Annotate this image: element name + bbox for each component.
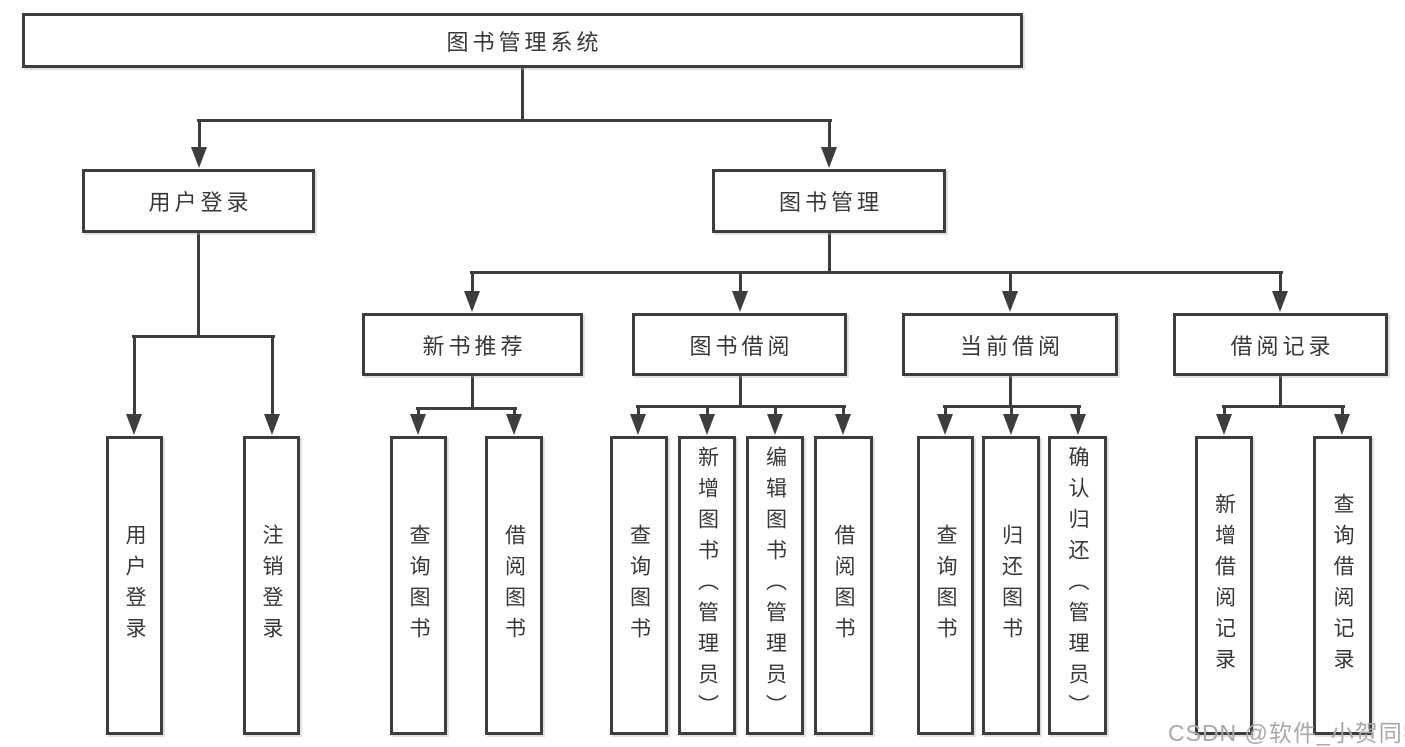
arrowhead-down-icon [506, 414, 522, 435]
connector-hline [196, 118, 832, 122]
arrow-shaft [827, 120, 831, 147]
arrowhead-down-icon [464, 291, 480, 312]
arrowhead-down-icon [1216, 414, 1232, 435]
node-label: 查询图书 [627, 523, 651, 648]
arrowhead-down-icon [191, 147, 207, 168]
node-current-borrowing: 当前借阅 [902, 313, 1118, 376]
connector-vline [827, 233, 831, 274]
arrow-shaft [416, 408, 420, 414]
node-label: 编辑图书（管理员） [763, 446, 787, 725]
leaf-query-books-current: 查询图书 [917, 436, 974, 735]
node-library-management-system: 图书管理系统 [22, 13, 1023, 68]
csdn-watermark: CSDN @软件_小贺同学 [1168, 720, 1405, 746]
node-label: 当前借阅 [959, 333, 1064, 359]
connector-hline [131, 334, 275, 338]
arrowhead-down-icon [937, 414, 953, 435]
leaf-add-book-admin: 新增图书（管理员） [678, 436, 736, 735]
node-label: 新增借阅记录 [1212, 492, 1236, 679]
leaf-query-borrow-record: 查询借阅记录 [1313, 436, 1372, 735]
arrowhead-down-icon [767, 414, 783, 435]
arrow-shaft [470, 272, 474, 291]
node-label: 借阅记录 [1230, 333, 1335, 359]
arrowhead-down-icon [1070, 414, 1086, 435]
node-label: 借阅图书 [832, 523, 855, 648]
leaf-query-books-recommend: 查询图书 [390, 436, 447, 735]
arrowhead-down-icon [1272, 291, 1288, 312]
leaf-confirm-return-admin: 确认归还（管理员） [1048, 436, 1107, 735]
connector-hline [415, 406, 517, 410]
node-new-book-recommendation: 新书推荐 [362, 313, 583, 376]
node-label: 注销登录 [260, 523, 283, 648]
node-label: 归还图书 [999, 523, 1023, 648]
arrow-shaft [1222, 406, 1226, 414]
arrow-shaft [132, 336, 136, 414]
arrow-shaft [943, 406, 947, 414]
node-label: 新增图书（管理员） [695, 446, 719, 725]
node-label: 查询图书 [934, 523, 957, 648]
arrow-shaft [197, 120, 201, 147]
node-label: 用户登录 [148, 190, 253, 215]
connector-vline [1008, 376, 1012, 408]
connector-vline [1278, 376, 1282, 408]
connector-vline [738, 376, 742, 408]
leaf-edit-book-admin: 编辑图书（管理员） [746, 436, 804, 735]
arrow-shaft [1076, 406, 1080, 414]
arrowhead-down-icon [264, 414, 280, 435]
node-book-management: 图书管理 [712, 169, 946, 233]
node-label: 图书管理系统 [446, 29, 603, 55]
node-label: 图书管理 [778, 190, 883, 215]
arrow-shaft [773, 406, 777, 414]
node-label: 确认归还（管理员） [1066, 446, 1089, 725]
node-label: 借阅图书 [502, 523, 526, 648]
node-user-login: 用户登录 [82, 169, 315, 233]
connector-hline [1221, 404, 1345, 408]
arrowhead-down-icon [126, 414, 142, 435]
node-borrowing-records: 借阅记录 [1173, 313, 1388, 376]
node-label: 新书推荐 [422, 333, 527, 359]
arrow-shaft [270, 336, 274, 414]
leaf-borrow-books: 借阅图书 [814, 436, 873, 735]
arrowhead-down-icon [410, 414, 426, 435]
leaf-return-book: 归还图书 [982, 436, 1040, 735]
leaf-user-login: 用户登录 [106, 436, 163, 735]
arrow-shaft [1009, 406, 1013, 414]
arrowhead-down-icon [835, 414, 851, 435]
connector-hline [469, 270, 1283, 274]
node-label: 用户登录 [123, 523, 146, 648]
connector-hline [635, 404, 846, 408]
arrowhead-down-icon [732, 291, 748, 312]
arrow-shaft [705, 406, 709, 414]
arrow-shaft [1008, 272, 1012, 291]
leaf-logout: 注销登录 [243, 436, 300, 735]
arrowhead-down-icon [1003, 414, 1019, 435]
arrowhead-down-icon [1334, 414, 1350, 435]
arrow-shaft [1340, 406, 1344, 414]
arrow-shaft [1278, 272, 1282, 291]
node-label: 图书借阅 [689, 333, 794, 359]
arrow-shaft [738, 272, 742, 291]
node-label: 查询借阅记录 [1331, 492, 1354, 679]
connector-vline [470, 376, 474, 409]
arrowhead-down-icon [630, 414, 646, 435]
node-label: 查询图书 [407, 523, 430, 648]
leaf-borrow-books-recommend: 借阅图书 [485, 436, 543, 735]
arrow-shaft [512, 408, 516, 414]
leaf-query-books-borrow: 查询图书 [610, 436, 668, 735]
arrow-shaft [636, 406, 640, 414]
connector-vline [520, 68, 524, 121]
arrowhead-down-icon [699, 414, 715, 435]
node-book-borrowing: 图书借阅 [632, 313, 847, 376]
arrowhead-down-icon [1002, 291, 1018, 312]
arrowhead-down-icon [821, 147, 837, 168]
leaf-add-borrow-record: 新增借阅记录 [1195, 436, 1253, 735]
connector-vline [196, 233, 200, 338]
arrow-shaft [841, 406, 845, 414]
